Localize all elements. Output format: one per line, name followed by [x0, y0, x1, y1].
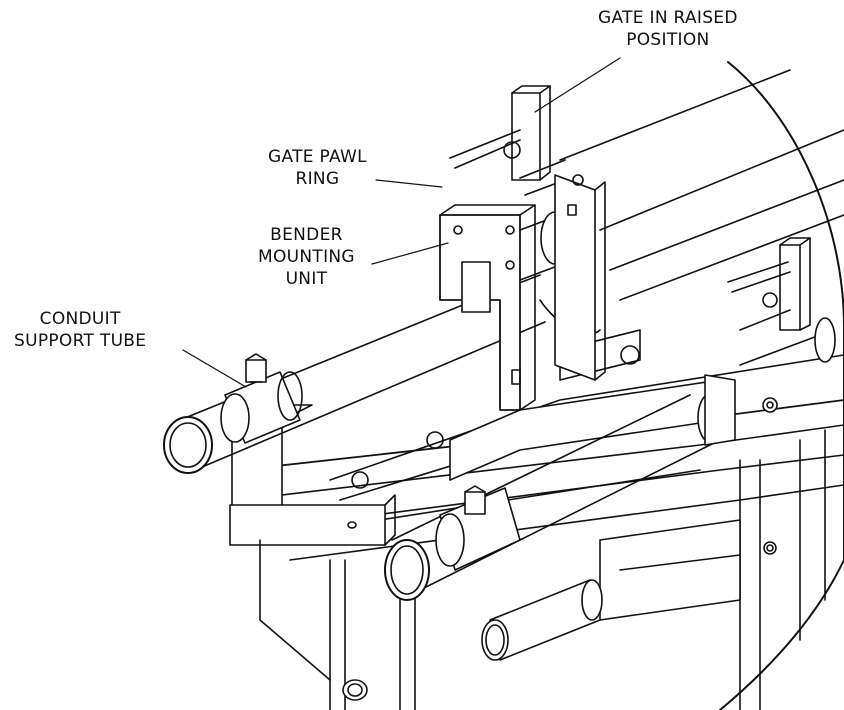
callout-conduit-tube-line1: CONDUIT — [39, 309, 121, 329]
lower-short-tube — [481, 579, 603, 661]
callout-bender-unit-line1: BENDER — [270, 225, 343, 245]
front-conduit-tube — [384, 393, 723, 601]
callout-bender-mounting-unit: BENDER MOUNTING UNIT — [258, 224, 355, 290]
callout-gate-raised-line2: POSITION — [626, 30, 710, 50]
leader-lines — [182, 57, 621, 388]
callout-bender-unit-line3: UNIT — [285, 269, 328, 289]
leader-bender-unit — [371, 242, 449, 265]
leader-gate-raised — [534, 57, 621, 113]
callout-pawl-ring-line2: RING — [295, 169, 340, 189]
callout-pawl-ring-line1: GATE PAWL — [268, 147, 367, 167]
leader-conduit-tube — [182, 349, 247, 388]
callout-gate-pawl-ring: GATE PAWL RING — [268, 146, 367, 190]
detail-circle-boundary — [719, 61, 844, 710]
callout-gate-raised: GATE IN RAISED POSITION — [598, 7, 738, 51]
callout-bender-unit-line2: MOUNTING — [258, 247, 355, 267]
rear-long-tube — [559, 69, 844, 301]
callout-gate-raised-line1: GATE IN RAISED — [598, 8, 738, 28]
rear-side-plate — [554, 174, 606, 381]
callout-conduit-support-tube: CONDUIT SUPPORT TUBE — [14, 308, 146, 352]
left-collar — [220, 353, 303, 444]
bottom-bolt — [342, 679, 368, 701]
bender-front-plate — [439, 204, 536, 411]
right-frame — [599, 429, 826, 710]
leader-pawl-ring — [375, 179, 443, 188]
raised-gate-plate — [449, 85, 566, 196]
callout-conduit-tube-line2: SUPPORT TUBE — [14, 331, 147, 351]
right-gate-assembly — [704, 237, 836, 446]
left-frame-legs — [229, 404, 416, 710]
